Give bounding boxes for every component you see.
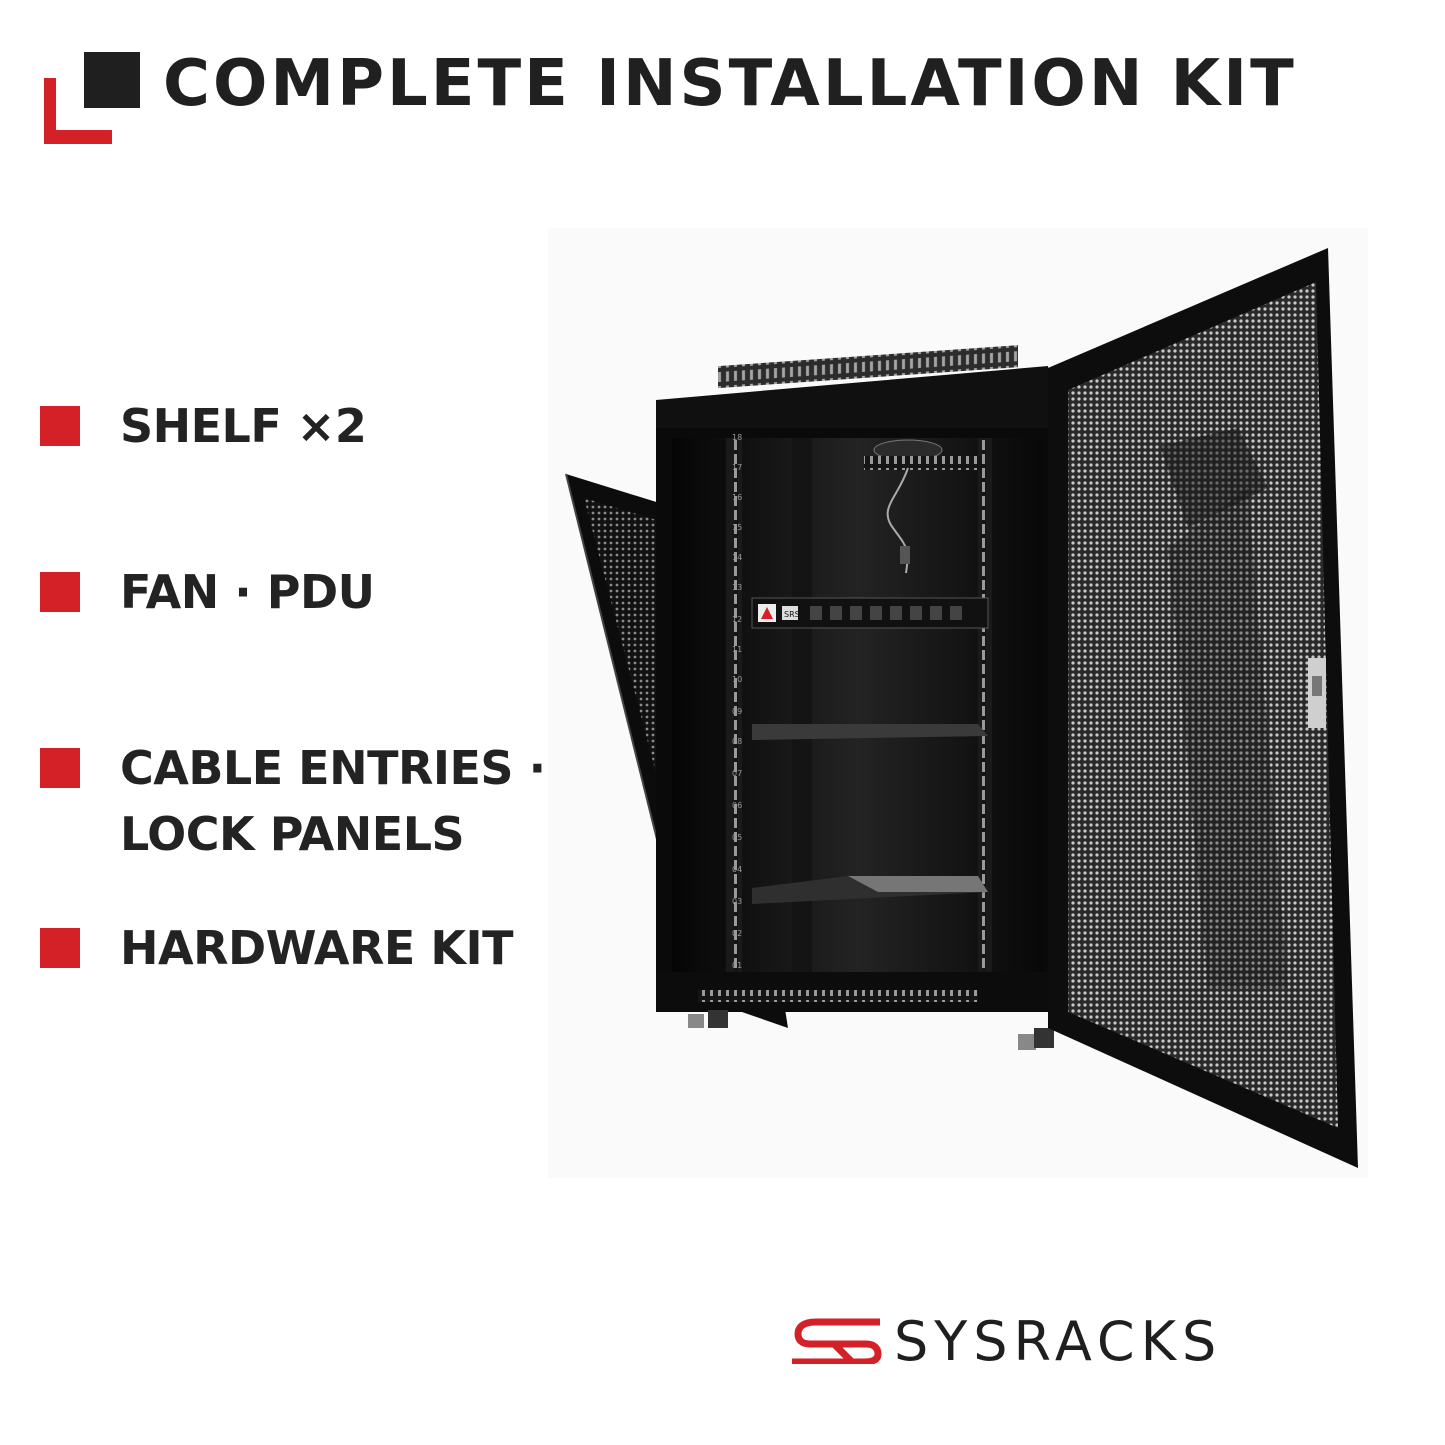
rack-unit-label: 13 [732, 583, 742, 592]
rack-unit-label: 09 [732, 707, 742, 716]
rack-unit-label: 01 [732, 961, 742, 970]
feature-label: SHELF ×2 [120, 399, 367, 453]
shelf [752, 724, 988, 740]
cabinet-body: 18 17 16 15 14 13 12 11 10 09 08 07 06 0… [656, 345, 1068, 1050]
rack-unit-label: 10 [732, 675, 742, 684]
rack-unit-label: 15 [732, 523, 742, 532]
page-title: COMPLETE INSTALLATION KIT [163, 47, 1297, 121]
brand-name: SYSRACKS [894, 1310, 1223, 1373]
rack-unit-label: 07 [732, 769, 742, 778]
rack-unit-label: 05 [732, 833, 742, 842]
pdu-power-strip: SRS [751, 597, 989, 629]
rack-unit-label: 16 [732, 493, 742, 502]
feature-label: CABLE ENTRIES · [120, 741, 546, 795]
rack-unit-label: 12 [732, 615, 742, 624]
bullet-square-icon [40, 406, 80, 446]
shelf [752, 876, 988, 904]
bullet-square-icon [40, 748, 80, 788]
rack-unit-label: 06 [732, 801, 742, 810]
rack-unit-label: 04 [732, 865, 742, 874]
pdu-brand-label: SRS [784, 610, 800, 619]
rack-unit-label: 14 [732, 553, 742, 562]
bullet-square-icon [40, 928, 80, 968]
rack-unit-label: 17 [732, 463, 742, 472]
feature-label: FAN · PDU [120, 565, 375, 619]
feature-label-continued: LOCK PANELS [120, 807, 465, 861]
fan-unit [864, 439, 984, 574]
product-photo-rack-cabinet: 18 17 16 15 14 13 12 11 10 09 08 07 06 0… [548, 228, 1368, 1178]
rack-unit-label: 18 [732, 433, 742, 442]
rack-unit-label: 11 [732, 645, 742, 654]
rack-unit-label: 02 [732, 929, 742, 938]
front-mesh-door [1048, 248, 1358, 1168]
rack-unit-label: 08 [732, 737, 742, 746]
brand-s-mark-icon [792, 1318, 882, 1364]
feature-label: HARDWARE KIT [120, 921, 513, 975]
rack-unit-label: 03 [732, 897, 742, 906]
bullet-square-icon [40, 572, 80, 612]
title-corner-mark [44, 52, 140, 144]
brand-logo: SYSRACKS [790, 1314, 1380, 1370]
